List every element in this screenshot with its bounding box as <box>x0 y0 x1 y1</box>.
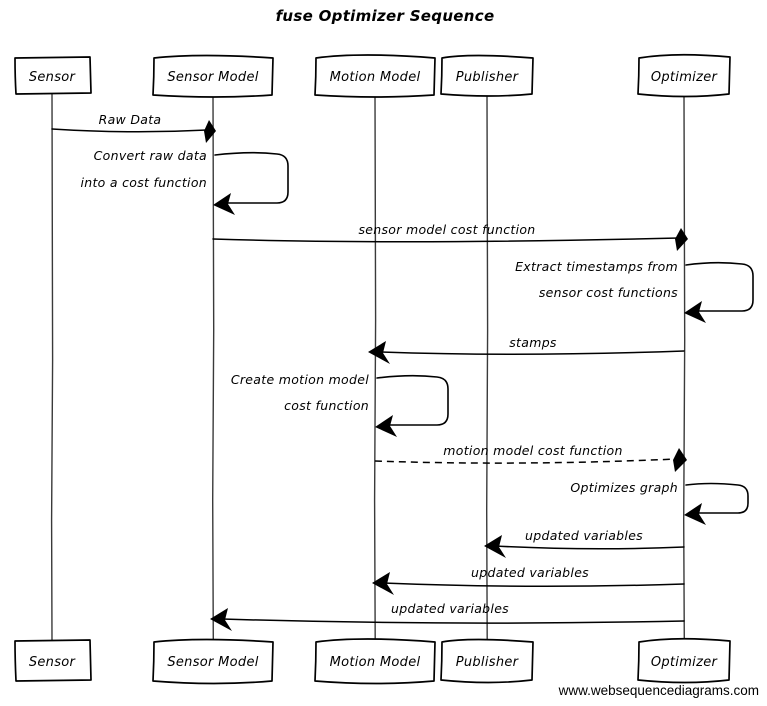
actor-boxes-bottom: Sensor Sensor Model Motion Model Publish… <box>14 637 731 685</box>
lifeline-sensor <box>50 93 54 642</box>
actor-boxes-top: Sensor Sensor Model Motion Model Publish… <box>14 53 731 98</box>
message-label-extract-line1: Extract timestamps from <box>515 259 678 274</box>
message-raw-data[interactable]: Raw Data <box>51 112 216 143</box>
message-label-optimizes-graph: Optimizes graph <box>570 480 678 495</box>
message-label-sensor-model-cost-function: sensor model cost function <box>358 222 535 237</box>
message-convert-raw-data-self[interactable]: Convert raw data into a cost function <box>80 148 289 215</box>
message-create-motion-model-self[interactable]: Create motion model cost function <box>231 372 449 437</box>
message-extract-timestamps-self[interactable]: Extract timestamps from sensor cost func… <box>515 259 754 323</box>
message-label-create-motion-line1: Create motion model <box>231 372 369 387</box>
actor-box-optimizer-top[interactable]: Optimizer <box>637 53 731 98</box>
lifeline-optimizer <box>682 95 686 642</box>
actor-box-motion-model-bottom[interactable]: Motion Model <box>314 638 436 685</box>
message-label-updated-variables-publisher: updated variables <box>525 528 643 543</box>
actor-box-optimizer-bottom[interactable]: Optimizer <box>637 637 731 684</box>
message-updated-variables-motion-model[interactable]: updated variables <box>372 565 685 595</box>
actor-box-publisher-top[interactable]: Publisher <box>440 54 534 97</box>
message-label-stamps: stamps <box>509 335 557 350</box>
message-label-convert-line1: Convert raw data <box>94 148 207 163</box>
actor-box-sensor-top[interactable]: Sensor <box>14 56 92 95</box>
message-label-convert-line2: into a cost function <box>80 175 207 190</box>
message-label-motion-model-cost-function: motion model cost function <box>443 443 622 458</box>
footer-watermark: www.websequencediagrams.com <box>558 683 759 698</box>
actor-label-sensor-bottom: Sensor <box>29 655 77 670</box>
lifelines-group <box>50 93 686 642</box>
message-updated-variables-publisher[interactable]: updated variables <box>484 528 685 558</box>
actor-box-sensor-model-top[interactable]: Sensor Model <box>152 54 274 98</box>
actor-label-motion-model-top: Motion Model <box>330 70 421 85</box>
actor-box-publisher-bottom[interactable]: Publisher <box>440 638 534 684</box>
message-optimizes-graph-self[interactable]: Optimizes graph <box>570 480 749 525</box>
message-label-create-motion-line2: cost function <box>284 398 369 413</box>
message-label-raw-data: Raw Data <box>99 112 162 127</box>
message-updated-variables-sensor-model[interactable]: updated variables <box>210 601 685 631</box>
actor-label-motion-model-bottom: Motion Model <box>330 655 421 670</box>
actor-label-sensor-model-bottom: Sensor Model <box>167 655 258 670</box>
lifeline-motion-model <box>373 95 377 642</box>
lifeline-sensor-model <box>211 95 215 642</box>
message-label-extract-line2: sensor cost functions <box>539 285 678 300</box>
actor-label-sensor-top: Sensor <box>29 70 77 85</box>
actor-label-publisher-bottom: Publisher <box>456 655 520 670</box>
message-sensor-model-cost-function[interactable]: sensor model cost function <box>212 222 688 251</box>
actor-box-sensor-bottom[interactable]: Sensor <box>14 639 92 682</box>
actor-label-publisher-top: Publisher <box>456 70 520 85</box>
message-motion-model-cost-function[interactable]: motion model cost function <box>374 443 687 472</box>
lifeline-publisher <box>485 94 489 642</box>
actor-box-motion-model-top[interactable]: Motion Model <box>314 54 436 98</box>
actor-label-sensor-model-top: Sensor Model <box>167 70 258 85</box>
diagram-title: fuse Optimizer Sequence <box>276 7 495 25</box>
message-label-updated-variables-motion-model: updated variables <box>471 565 589 580</box>
actor-label-optimizer-bottom: Optimizer <box>651 655 719 670</box>
actor-box-sensor-model-bottom[interactable]: Sensor Model <box>152 638 274 685</box>
message-label-updated-variables-sensor-model: updated variables <box>391 601 509 616</box>
actor-label-optimizer-top: Optimizer <box>651 70 719 85</box>
message-stamps[interactable]: stamps <box>368 335 685 364</box>
